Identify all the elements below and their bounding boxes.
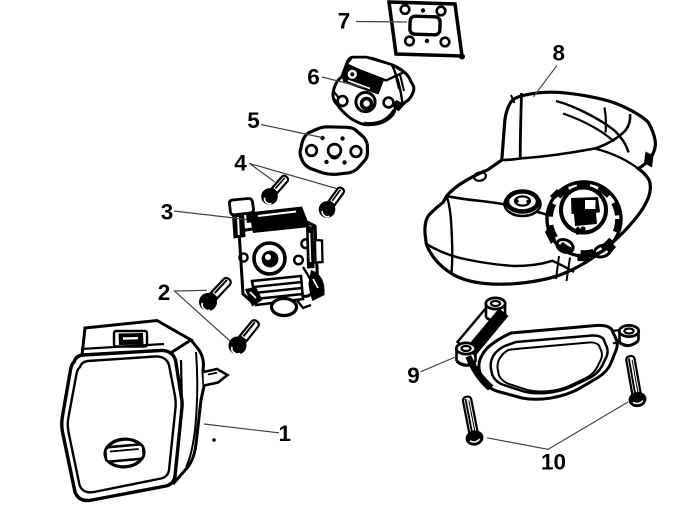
svg-text:3: 3	[161, 199, 174, 224]
svg-text:4: 4	[234, 151, 247, 176]
svg-text:7: 7	[338, 9, 351, 34]
svg-text:5: 5	[247, 108, 260, 133]
svg-text:2: 2	[158, 280, 171, 305]
svg-text:8: 8	[553, 41, 566, 66]
svg-text:6: 6	[307, 65, 320, 90]
svg-text:1: 1	[279, 421, 292, 446]
svg-text:10: 10	[541, 450, 566, 475]
svg-text:9: 9	[407, 363, 420, 388]
